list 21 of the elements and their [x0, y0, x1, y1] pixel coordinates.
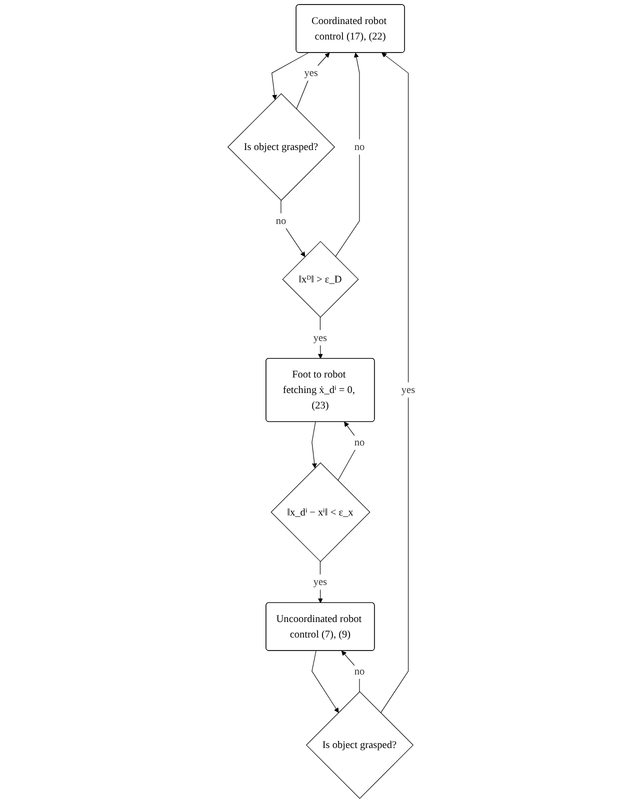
arrow: [296, 52, 330, 110]
node-diamond: Is object grasped?: [306, 691, 414, 799]
arrow: [380, 52, 409, 714]
edge-label: no: [276, 214, 286, 226]
arrow: [272, 52, 309, 100]
arrow: [318, 561, 323, 604]
node-diamond: Is object grasped?: [227, 93, 336, 201]
edge-label: yes: [304, 67, 318, 79]
edge-label: no: [354, 141, 365, 152]
arrow: [341, 650, 360, 692]
edge-label: yes: [313, 332, 328, 344]
edge-label: yes: [313, 576, 328, 588]
arrow: [312, 422, 317, 468]
node-diamond: ‖x_dⁱ − xⁱ‖ < ε_x: [270, 462, 370, 562]
arrow: [280, 200, 306, 257]
arrow: [335, 52, 360, 257]
arrow: [312, 650, 339, 713]
edge-label: yes: [401, 384, 416, 396]
node-diamond: ‖xᴰ‖ > ε_D: [282, 241, 359, 318]
edge-label: no: [354, 436, 365, 448]
edge-label: no: [354, 665, 365, 677]
